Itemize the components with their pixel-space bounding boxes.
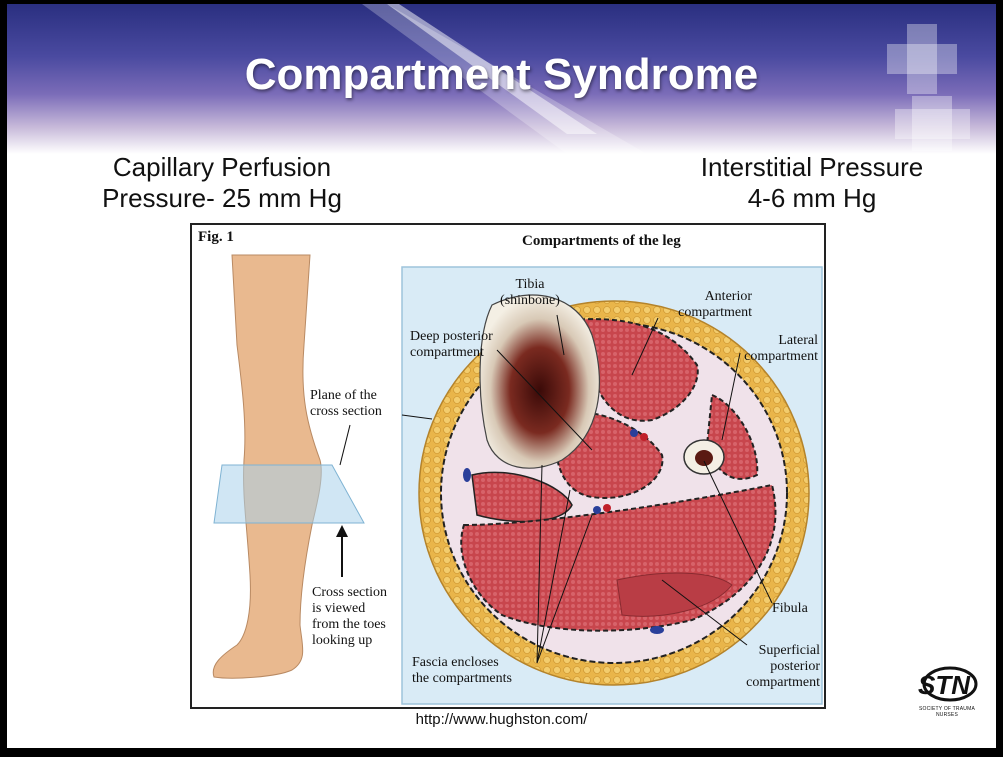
fascia-label: Fascia encloses the compartments (412, 655, 542, 687)
label-line: Fibula (772, 601, 822, 617)
source-url: http://www.hughston.com/ (7, 711, 996, 728)
slide-title: Compartment Syndrome (7, 50, 996, 100)
deep-posterior-label: Deep posterior compartment (410, 329, 520, 361)
logo-text: STN (912, 670, 976, 701)
label-line: (shinbone) (490, 293, 570, 309)
capillary-perfusion-heading: Capillary Perfusion Pressure- 25 mm Hg (92, 152, 352, 214)
label-line: posterior (720, 659, 820, 675)
plane-label: Plane of the cross section (310, 388, 410, 420)
label-line: Deep posterior (410, 329, 520, 345)
leg-compartments-figure: Fig. 1 Compartments of the leg Tibia (sh… (190, 223, 826, 709)
heading-line: Pressure- 25 mm Hg (92, 183, 352, 214)
label-line: from the toes (312, 617, 412, 633)
label-line: compartment (410, 345, 520, 361)
label-line: Lateral (722, 333, 818, 349)
cross-section-view-label: Cross section is viewed from the toes lo… (312, 585, 412, 649)
label-line: Fascia encloses (412, 655, 542, 671)
stn-logo: STN SOCIETY OF TRAUMA NURSES (912, 666, 982, 732)
label-line: the compartments (412, 671, 542, 687)
anterior-compartment-label: Anterior compartment (652, 289, 752, 321)
tibia-bone (480, 295, 599, 468)
slide: Compartment Syndrome Capillary Perfusion… (7, 4, 996, 748)
fibula-label: Fibula (772, 601, 822, 617)
heading-line: Capillary Perfusion (92, 152, 352, 183)
label-line: Tibia (490, 277, 570, 293)
cross-section-plane (214, 465, 364, 523)
label-line: is viewed (312, 601, 412, 617)
heading-line: Interstitial Pressure (687, 152, 937, 183)
label-line: compartment (720, 675, 820, 691)
figure-number: Fig. 1 (198, 229, 234, 245)
interstitial-pressure-heading: Interstitial Pressure 4-6 mm Hg (687, 152, 937, 214)
label-line: Superficial (720, 643, 820, 659)
label-line: compartment (722, 349, 818, 365)
heading-line: 4-6 mm Hg (687, 183, 937, 214)
lateral-compartment-label: Lateral compartment (722, 333, 818, 365)
label-line: Anterior (652, 289, 752, 305)
logo-subtext: SOCIETY OF TRAUMA NURSES (912, 706, 982, 718)
label-line: compartment (652, 305, 752, 321)
label-line: looking up (312, 633, 412, 649)
tibia-label: Tibia (shinbone) (490, 277, 570, 309)
label-line: Cross section (312, 585, 412, 601)
superficial-posterior-label: Superficial posterior compartment (720, 643, 820, 691)
figure-caption: Compartments of the leg (522, 233, 681, 249)
label-line: Plane of the (310, 388, 410, 404)
label-line: cross section (310, 404, 410, 420)
